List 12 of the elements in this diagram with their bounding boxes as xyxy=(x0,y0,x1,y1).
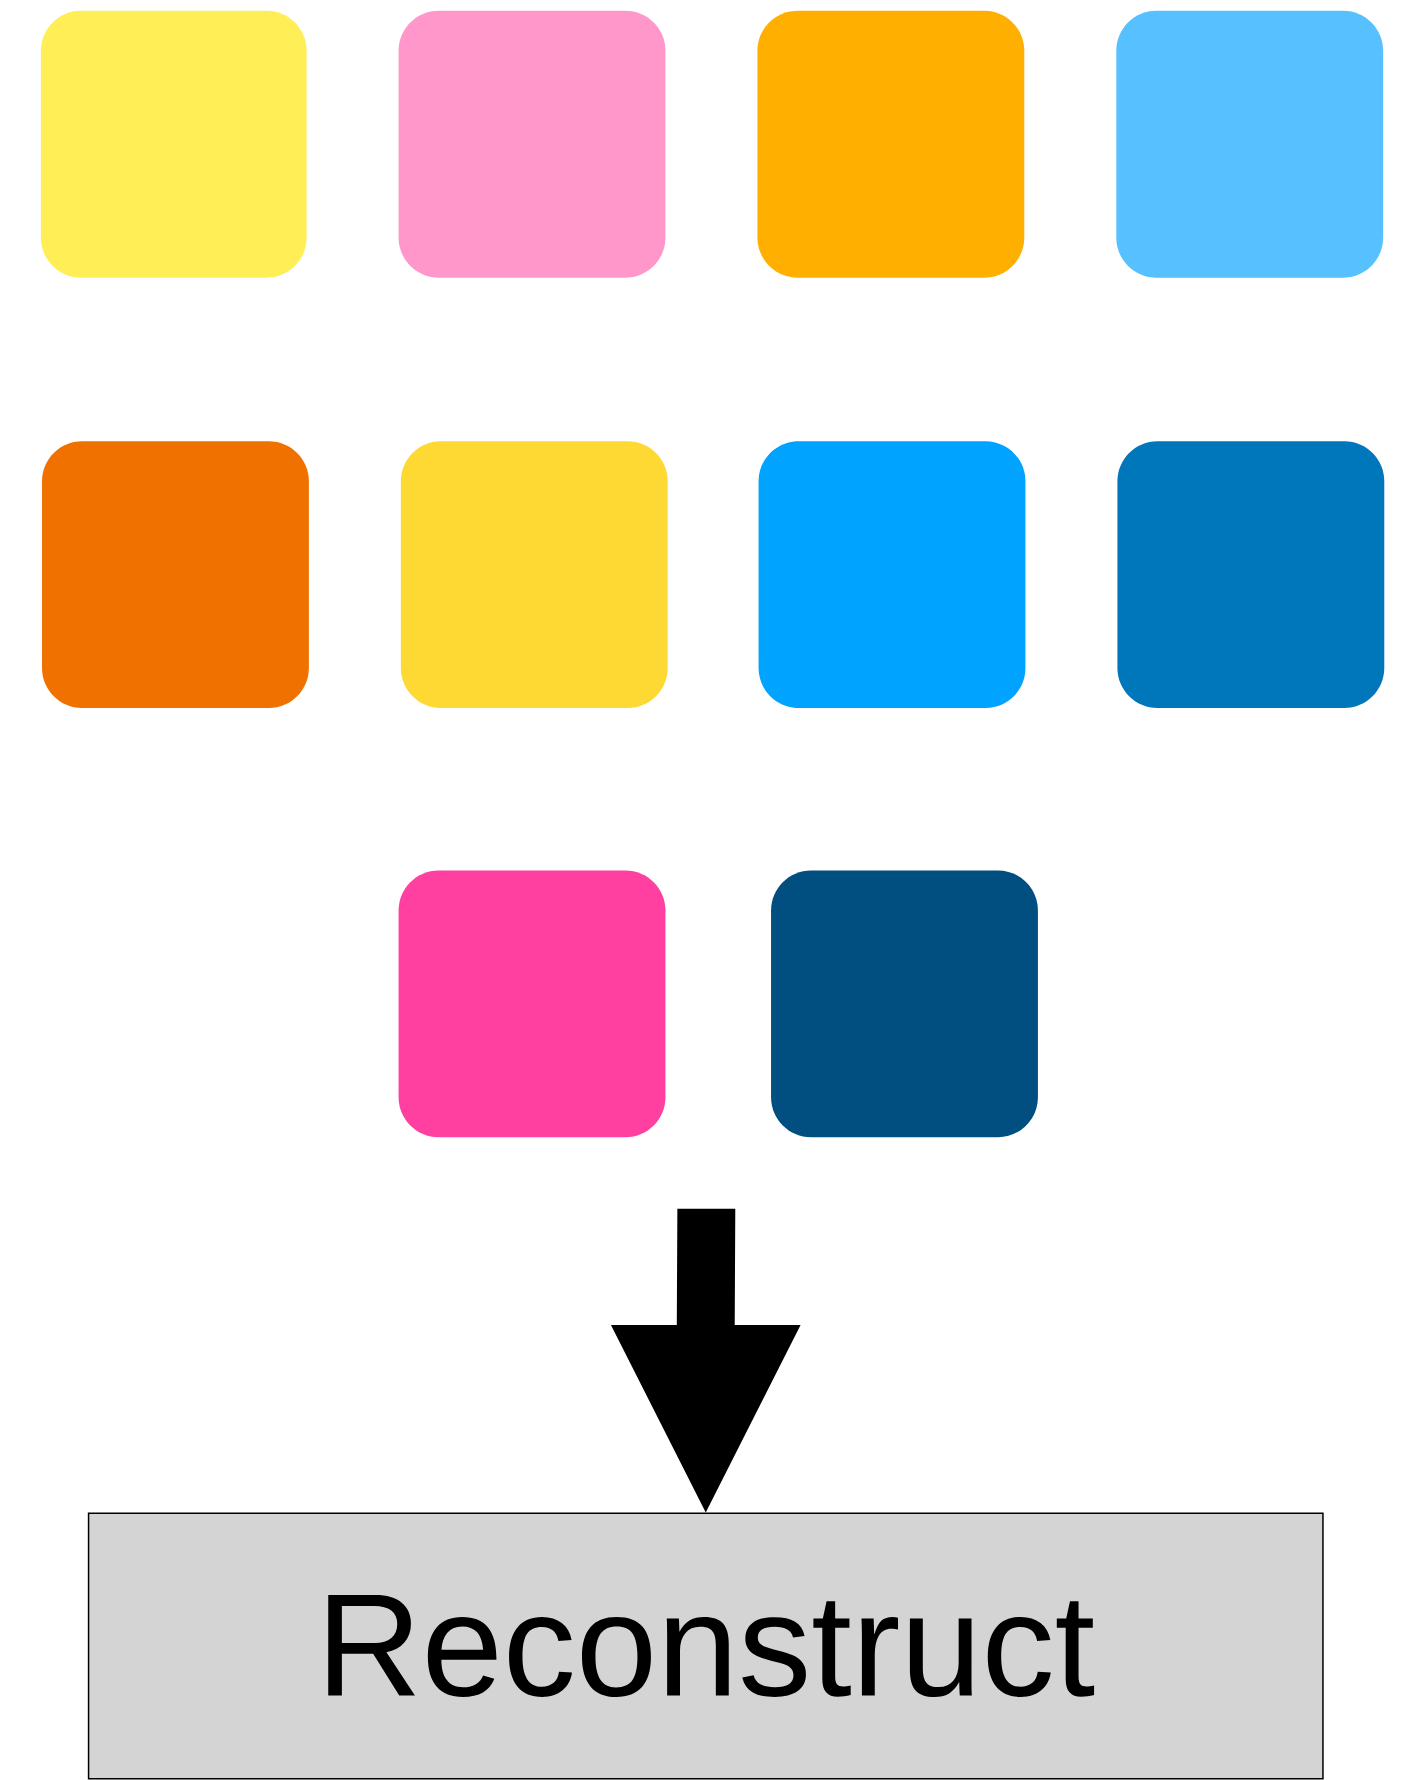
color-square xyxy=(771,870,1038,1138)
arrow xyxy=(610,1208,801,1513)
color-square xyxy=(398,870,666,1138)
color-square xyxy=(1117,441,1385,708)
color-square xyxy=(757,10,1025,278)
color-square xyxy=(400,441,668,708)
color-square xyxy=(40,10,307,278)
color-square xyxy=(758,441,1026,708)
color-square xyxy=(42,441,309,708)
color-square xyxy=(1116,10,1384,278)
process-box: Reconstruct xyxy=(87,1512,1324,1780)
color-square xyxy=(398,10,666,278)
